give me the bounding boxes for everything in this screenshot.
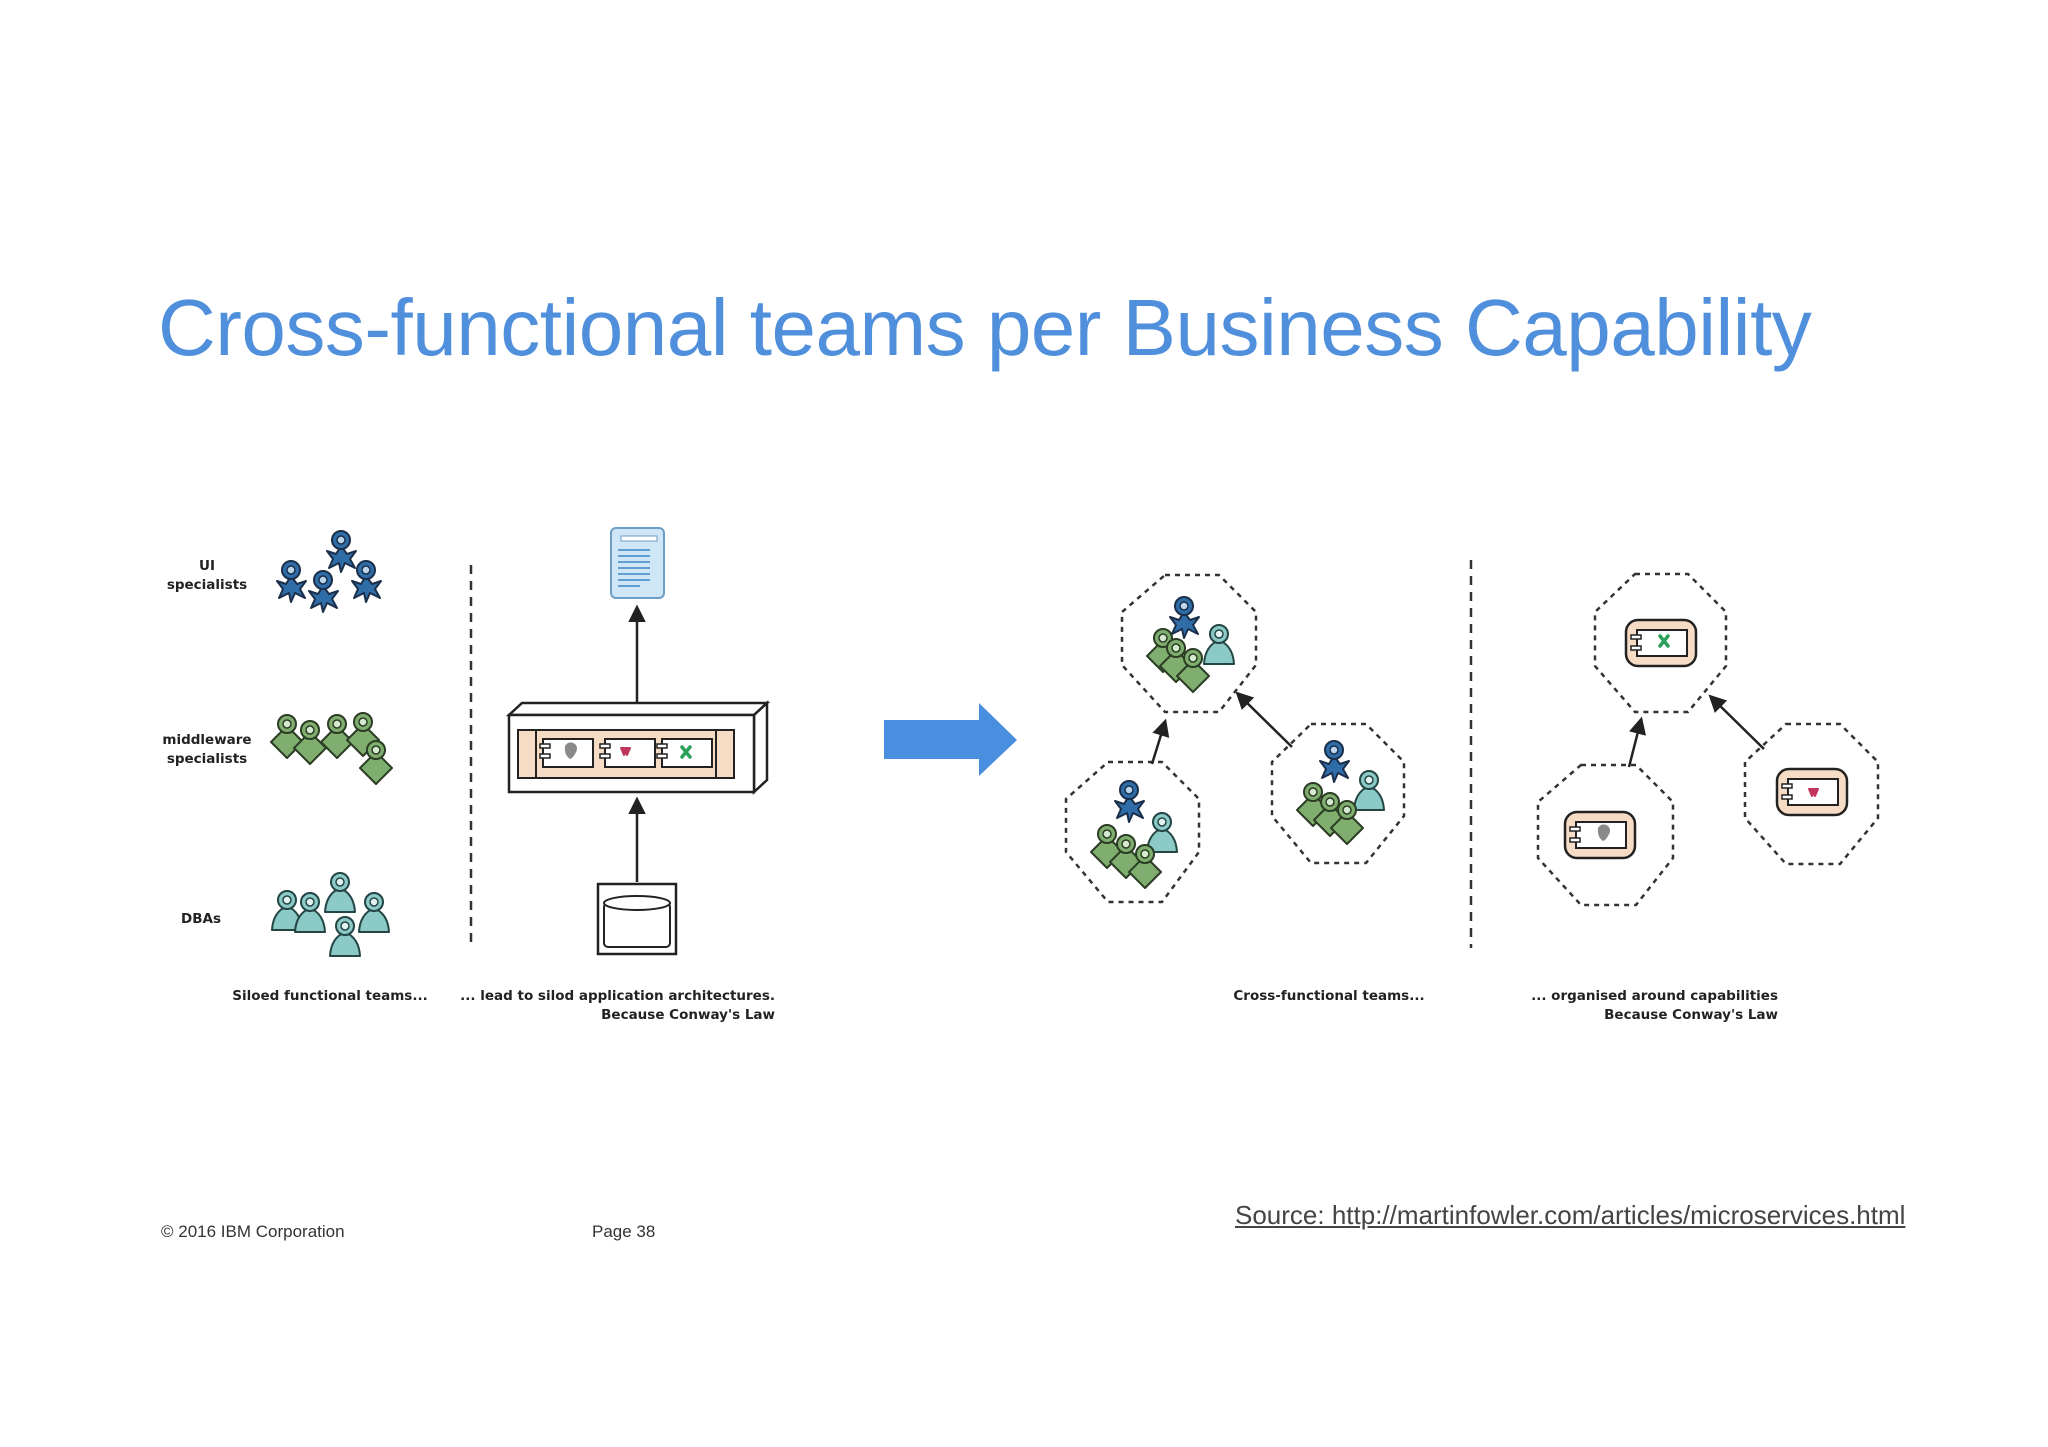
label-mw-line2: specialists [167, 751, 247, 767]
dba-icon [271, 872, 390, 957]
footer-copyright: © 2016 IBM Corporation [161, 1222, 345, 1241]
ui-specialist-icon [276, 530, 382, 613]
label-ui-line2: specialists [167, 577, 247, 593]
document-icon [610, 527, 665, 599]
caption-silod-arch-line2: Because Conway's Law [601, 1007, 775, 1023]
slide-title: Cross-functional teams per Business Capa… [158, 283, 1812, 372]
caption-siloed-teams: Siloed functional teams... [232, 988, 427, 1004]
database-icon [596, 882, 678, 956]
caption-capabilities-line2: Because Conway's Law [1604, 1007, 1778, 1023]
caption-silod-arch-line1: ... lead to silod application architectu… [460, 988, 775, 1004]
caption-capabilities-line1: ... organised around capabilities [1531, 988, 1778, 1004]
caption-cross-functional: Cross-functional teams... [1233, 988, 1424, 1004]
monolith-icon [505, 700, 771, 795]
capability-octagon-right [1743, 722, 1880, 866]
label-ui-line1: UI [199, 558, 215, 574]
team-octagon-top [1120, 573, 1258, 714]
footer-page-number: Page 38 [592, 1222, 656, 1241]
team-octagon-right [1270, 722, 1406, 865]
middleware-specialist-icon [270, 712, 393, 785]
transform-arrow-icon [884, 703, 1017, 776]
capability-octagon-left [1536, 763, 1675, 907]
team-octagon-left [1064, 760, 1201, 904]
source-link[interactable]: Source: http://martinfowler.com/articles… [1235, 1200, 1906, 1230]
capability-octagon-top [1593, 572, 1728, 714]
label-dba: DBAs [181, 911, 221, 927]
label-mw-line1: middleware [162, 732, 251, 748]
